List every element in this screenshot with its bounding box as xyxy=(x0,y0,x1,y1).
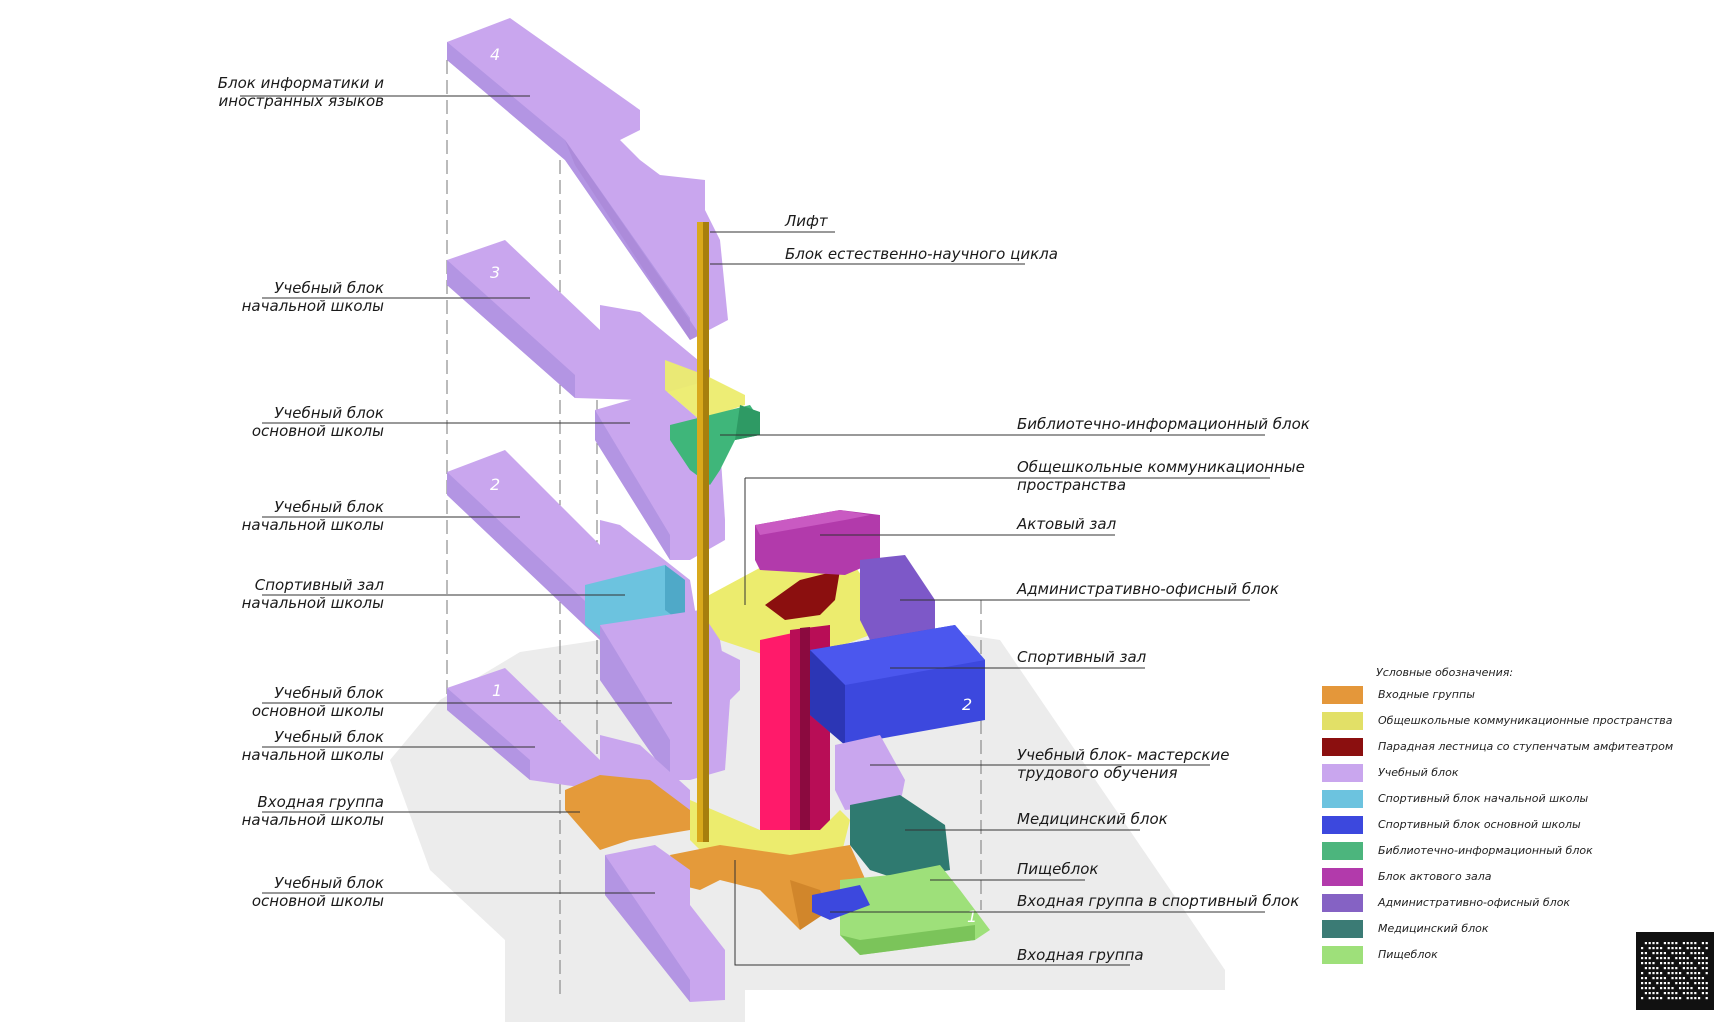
legend-swatch xyxy=(1322,764,1363,782)
label-entry-sport: Входная группа в спортивный блок xyxy=(1017,892,1300,910)
entry-primary-block xyxy=(565,775,690,850)
floor-number-4: 4 xyxy=(490,45,500,64)
legend-swatch xyxy=(1322,686,1363,704)
floor-number-1b: 1 xyxy=(967,907,977,926)
legend-item: Входные группы xyxy=(1322,686,1642,706)
legend-item: Административно-офисный блок xyxy=(1322,894,1642,914)
legend-swatch xyxy=(1322,946,1363,964)
lab-logo xyxy=(1636,932,1714,1010)
library-block xyxy=(670,405,760,485)
legend-swatch xyxy=(1322,738,1363,756)
legend-label: Блок актового зала xyxy=(1378,870,1492,883)
entry-sport-block xyxy=(812,885,870,920)
label-library: Библиотечно-информационный блок xyxy=(1017,415,1310,433)
legend-label: Парадная лестница со ступенчатым амфитеа… xyxy=(1378,740,1674,753)
legend-label: Входные группы xyxy=(1378,688,1475,701)
legend-swatch xyxy=(1322,816,1363,834)
workshop-block xyxy=(835,735,905,810)
legend-label: Учебный блок xyxy=(1378,766,1459,779)
floor-1-main-block xyxy=(605,845,725,1002)
logo-mark-icon xyxy=(1641,942,1708,1000)
legend-item: Спортивный блок начальной школы xyxy=(1322,790,1642,810)
legend-item: Учебный блок xyxy=(1322,764,1642,784)
legend-swatch xyxy=(1322,894,1363,912)
floor-4-study-block xyxy=(447,18,728,340)
legend-label: Административно-офисный блок xyxy=(1378,896,1571,909)
legend-swatch xyxy=(1322,920,1363,938)
legend-item: Пищеблок xyxy=(1322,946,1642,966)
legend-label: Спортивный блок начальной школы xyxy=(1378,792,1589,805)
label-admin: Административно-офисный блок xyxy=(1017,580,1279,598)
leader-lines-left xyxy=(240,95,672,894)
grand-stair xyxy=(765,570,840,620)
label-science: Блок естественно-научного цикла xyxy=(785,245,1058,263)
canteen-block xyxy=(840,865,990,955)
legend-label: Медицинский блок xyxy=(1378,922,1489,935)
lift-shaft xyxy=(697,222,709,842)
legend-item: Общешкольные коммуникационные пространст… xyxy=(1322,712,1673,732)
legend-swatch xyxy=(1322,868,1363,886)
legend-swatch xyxy=(1322,842,1363,860)
floor-number-2: 2 xyxy=(490,475,500,494)
legend-item: Спортивный блок основной школы xyxy=(1322,816,1642,836)
legend-item: Медицинский блок xyxy=(1322,920,1642,940)
floor-number-1: 1 xyxy=(492,681,502,700)
leader-lines-right xyxy=(710,231,1270,966)
label-assembly: Актовый зал xyxy=(1017,515,1117,533)
legend-swatch xyxy=(1322,712,1363,730)
sport-main-block xyxy=(810,625,985,745)
legend-label: Спортивный блок основной школы xyxy=(1378,818,1581,831)
legend-item: Блок актового зала xyxy=(1322,868,1642,888)
label-medical: Медицинский блок xyxy=(1017,810,1168,828)
legend-swatch xyxy=(1322,790,1363,808)
legend-label: Пищеблок xyxy=(1378,948,1438,961)
legend-label: Общешкольные коммуникационные пространст… xyxy=(1378,714,1673,727)
legend-title: Условные обозначения: xyxy=(1376,666,1514,679)
legend-item: Парадная лестница со ступенчатым амфитеа… xyxy=(1322,738,1673,758)
label-lift: Лифт xyxy=(785,212,828,230)
legend-item: Библиотечно-информационный блок xyxy=(1322,842,1642,862)
label-entry: Входная группа xyxy=(1017,946,1144,964)
assembly-hall-block xyxy=(755,510,880,575)
medical-block xyxy=(850,795,950,880)
label-gym: Спортивный зал xyxy=(1017,648,1147,666)
floor-number-2b: 2 xyxy=(962,695,972,714)
label-canteen: Пищеблок xyxy=(1017,860,1099,878)
legend-label: Библиотечно-информационный блок xyxy=(1378,844,1593,857)
floor-number-3: 3 xyxy=(490,263,500,282)
floor-3-study-block xyxy=(447,240,710,400)
